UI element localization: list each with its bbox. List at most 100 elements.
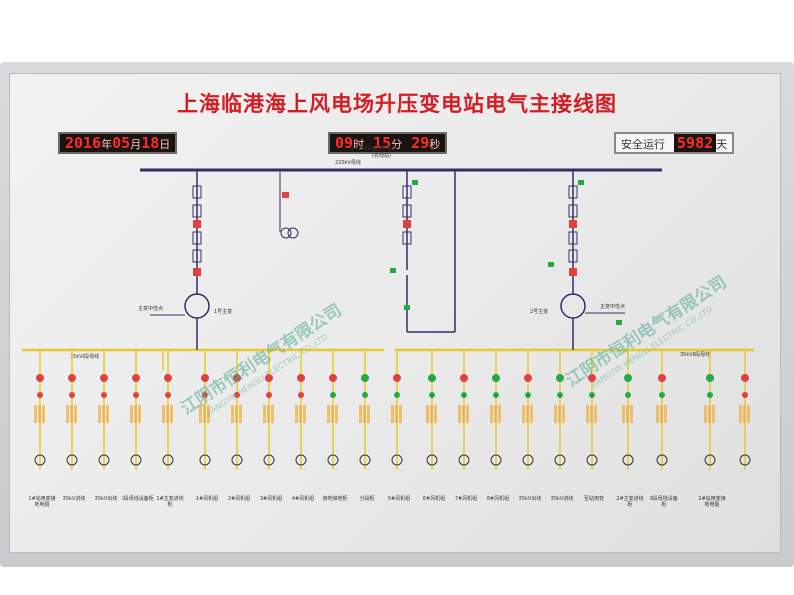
feeder-label: 35kV进线 xyxy=(62,496,86,502)
breaker-indicator xyxy=(164,374,172,382)
ct-block xyxy=(34,405,37,423)
date-month: 05 xyxy=(112,134,131,152)
breaker-red xyxy=(193,268,201,276)
ct-block xyxy=(743,405,746,423)
feeder-label: 3#风机组 xyxy=(259,496,283,502)
feeder-terminal xyxy=(162,454,174,466)
time-minute: 15 xyxy=(373,134,392,152)
breaker-indicator xyxy=(492,374,500,382)
feeder-label: 7#风机组 xyxy=(454,496,478,502)
main-tx-1-label: 1号主变 xyxy=(214,308,232,315)
breaker-red xyxy=(193,220,201,228)
ct-block xyxy=(106,405,109,423)
breaker-indicator xyxy=(298,392,304,398)
breaker-indicator xyxy=(493,392,499,398)
breaker-indicator xyxy=(589,392,595,398)
page-title: 上海临港海上风电场升压变电站电气主接线图 xyxy=(177,91,617,116)
feeder-label: Ⅰ段母线设备柜 xyxy=(122,496,154,502)
ct-block xyxy=(231,405,234,423)
ct-block xyxy=(490,405,493,423)
breaker-indicator xyxy=(330,392,336,398)
ct-block xyxy=(134,405,137,423)
ct-block xyxy=(522,405,525,423)
ct-block xyxy=(712,405,715,423)
breaker-green xyxy=(548,262,554,267)
breaker-indicator xyxy=(460,374,468,382)
safety-label: 安全运行 xyxy=(621,138,665,151)
main-tx-2-label: 2号主变 xyxy=(530,308,548,315)
main-transformer-bay-1: 1号主变 主变中性点 xyxy=(138,170,299,370)
ct-block xyxy=(38,405,41,423)
ct-block xyxy=(630,405,633,423)
breaker-indicator xyxy=(266,392,272,398)
ct-block xyxy=(299,405,302,423)
breaker-indicator xyxy=(707,392,713,398)
breaker-indicator xyxy=(525,392,531,398)
time-second: 29 xyxy=(411,134,430,152)
incoming-line-bay xyxy=(390,170,456,333)
breaker-indicator xyxy=(37,392,43,398)
ct-block xyxy=(74,405,77,423)
time-display: 09时 15分 29秒 xyxy=(328,132,448,154)
main-transformer-bay-2: 2号主变 主变中性点 xyxy=(530,170,625,350)
feeder-terminal xyxy=(391,454,403,466)
feeder-terminal xyxy=(130,454,142,466)
feeder-label: 35kV出线 xyxy=(94,496,118,502)
breaker-indicator xyxy=(557,392,563,398)
breaker-red xyxy=(569,220,577,228)
time-hour-unit: 时 xyxy=(353,138,365,151)
breaker-indicator xyxy=(165,392,171,398)
breaker-indicator xyxy=(361,374,369,382)
ct-block xyxy=(170,405,173,423)
ct-block xyxy=(462,405,465,423)
feeder-label: 接地接地柜 xyxy=(322,496,348,502)
ct-block xyxy=(656,405,659,423)
bus-35kv-1-label: 35kVⅠ段母线 xyxy=(70,353,99,360)
date-year-unit: 年 xyxy=(101,138,113,151)
breaker-indicator xyxy=(624,374,632,382)
ct-block xyxy=(335,405,338,423)
feeder-label: 2#风机组 xyxy=(227,496,251,502)
breaker-indicator xyxy=(202,392,208,398)
ct-block xyxy=(498,405,501,423)
ct-block xyxy=(558,405,561,423)
breaker-indicator xyxy=(297,374,305,382)
incoming-label: 至220kV临港变电站 xyxy=(350,145,396,152)
feeder-terminal xyxy=(739,454,751,466)
feeder-terminal xyxy=(295,454,307,466)
ct-block xyxy=(102,405,105,423)
breaker-indicator xyxy=(742,392,748,398)
breaker-indicator xyxy=(429,392,435,398)
ct-block xyxy=(704,405,707,423)
ct-block xyxy=(295,405,298,423)
ct-block xyxy=(626,405,629,423)
breaker-green xyxy=(616,320,622,325)
feeder-terminal xyxy=(522,454,534,466)
ct-block xyxy=(590,405,593,423)
ct-block xyxy=(166,405,169,423)
time-minute-unit: 分 xyxy=(391,138,403,151)
ct-block xyxy=(331,405,334,423)
feeder-label: 1#站用变接地电阻 xyxy=(28,496,56,508)
breaker-indicator xyxy=(329,374,337,382)
ct-block xyxy=(235,405,238,423)
ct-block xyxy=(426,405,429,423)
ct-block xyxy=(203,405,206,423)
breaker-indicator xyxy=(362,392,368,398)
ct-block xyxy=(263,405,266,423)
breaker-indicator xyxy=(234,392,240,398)
ct-block xyxy=(594,405,597,423)
main-transformer-1 xyxy=(184,293,210,319)
feeder-terminal xyxy=(622,454,634,466)
date-day: 18 xyxy=(141,134,160,152)
ct-block xyxy=(199,405,202,423)
feeder-terminal xyxy=(359,454,371,466)
ct-block xyxy=(42,405,45,423)
neutral-1-label: 主变中性点 xyxy=(138,305,163,312)
ct-block xyxy=(494,405,497,423)
ct-block xyxy=(130,405,133,423)
ct-block xyxy=(66,405,69,423)
breaker-indicator xyxy=(394,392,400,398)
feeder-terminal xyxy=(586,454,598,466)
